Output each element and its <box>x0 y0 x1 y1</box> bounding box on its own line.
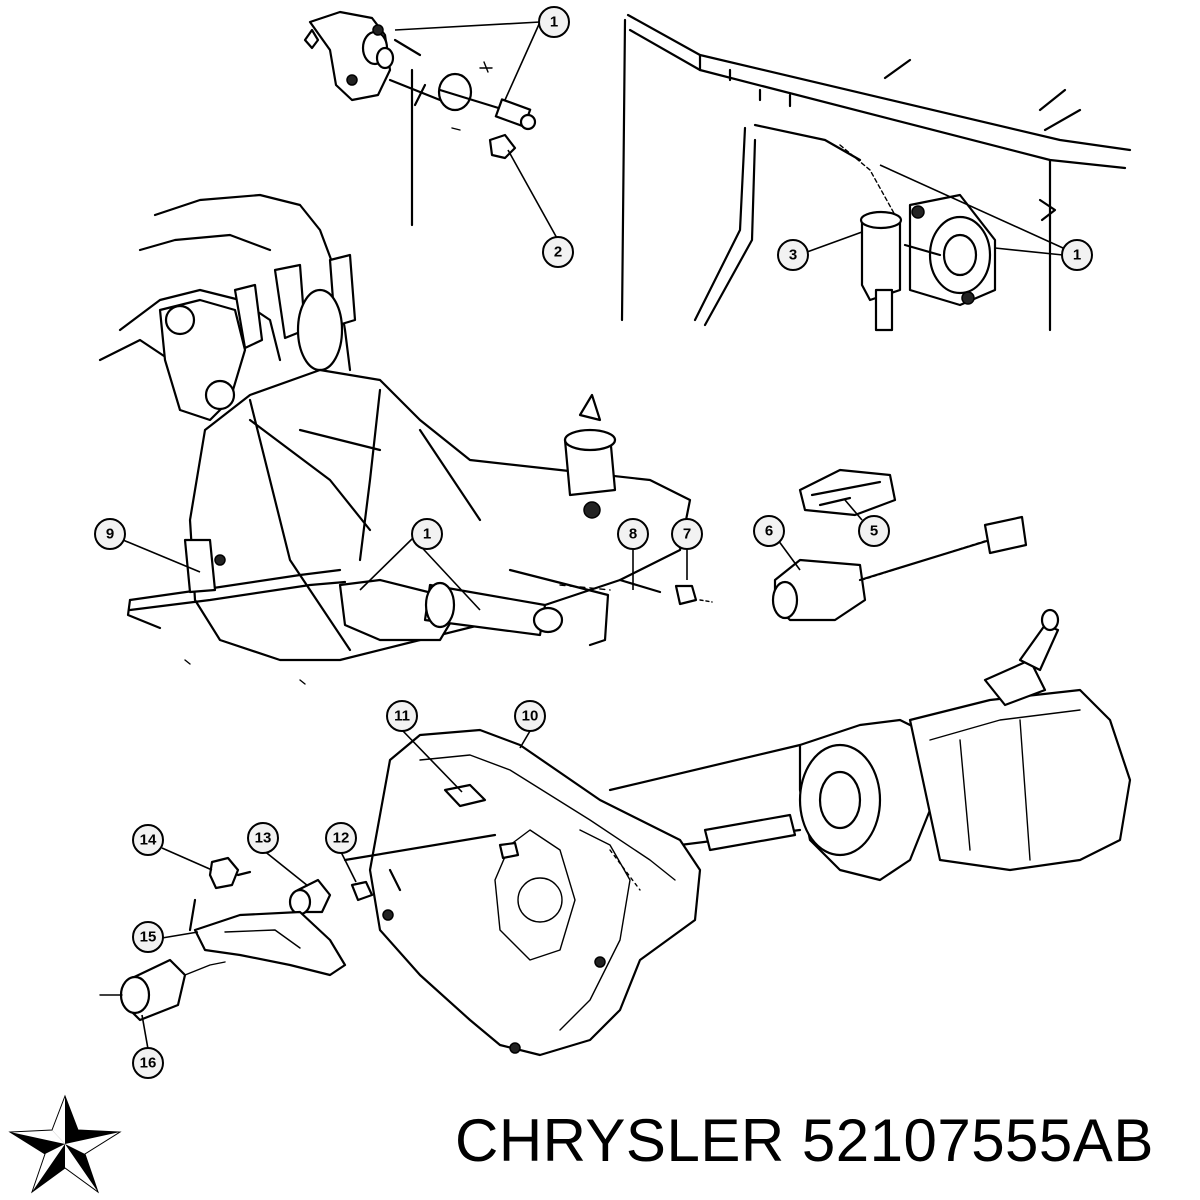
callout-13: 13 <box>247 822 279 854</box>
svg-text:11: 11 <box>394 708 410 725</box>
callout-8: 8 <box>617 518 649 550</box>
callout-6: 6 <box>753 515 785 547</box>
transmission-slave-cylinder-drawing <box>98 193 713 685</box>
chrysler-pentastar-logo <box>8 1094 122 1194</box>
brand-name: CHRYSLER <box>455 1107 785 1174</box>
callout-2: 2 <box>542 236 574 268</box>
svg-text:10: 10 <box>522 708 539 725</box>
callout-1-top: 1 <box>538 6 570 38</box>
svg-text:12: 12 <box>333 830 350 847</box>
callout-16: 16 <box>132 1047 164 1079</box>
callout-14: 14 <box>132 824 164 856</box>
firewall-master-cylinder-drawing <box>620 13 1132 332</box>
svg-text:1: 1 <box>1073 247 1081 264</box>
svg-text:1: 1 <box>550 14 558 31</box>
leader-lines <box>122 21 1064 1050</box>
master-cylinder-pushrod-drawing <box>303 10 537 227</box>
svg-text:2: 2 <box>554 244 562 261</box>
svg-text:1: 1 <box>423 526 431 543</box>
callout-15: 15 <box>132 921 164 953</box>
callout-5: 5 <box>858 515 890 547</box>
svg-text:5: 5 <box>870 523 878 540</box>
svg-text:16: 16 <box>140 1055 157 1072</box>
svg-text:14: 14 <box>140 832 157 849</box>
callout-12: 12 <box>325 822 357 854</box>
wiring-connector-drawing <box>771 468 1028 622</box>
callout-7: 7 <box>671 518 703 550</box>
callout-11: 11 <box>386 700 418 732</box>
brand-caption: CHRYSLER 52107555AB <box>455 1108 1154 1174</box>
callouts: 1 2 3 1 5 6 7 8 9 1 10 11 12 13 14 15 16 <box>94 6 1093 1079</box>
svg-text:7: 7 <box>683 526 691 543</box>
callout-1-right: 1 <box>1061 239 1093 271</box>
callout-1-middle: 1 <box>411 518 443 550</box>
callout-9: 9 <box>94 518 126 550</box>
svg-text:15: 15 <box>140 929 157 946</box>
callout-3: 3 <box>777 239 809 271</box>
svg-text:8: 8 <box>629 526 637 543</box>
bell-housing-clutch-release-drawing <box>99 608 1132 1057</box>
part-number: 52107555AB <box>801 1107 1154 1174</box>
callout-10: 10 <box>514 700 546 732</box>
svg-text:3: 3 <box>789 247 797 264</box>
svg-text:13: 13 <box>255 830 272 847</box>
svg-text:9: 9 <box>106 526 114 543</box>
svg-text:6: 6 <box>765 523 773 540</box>
